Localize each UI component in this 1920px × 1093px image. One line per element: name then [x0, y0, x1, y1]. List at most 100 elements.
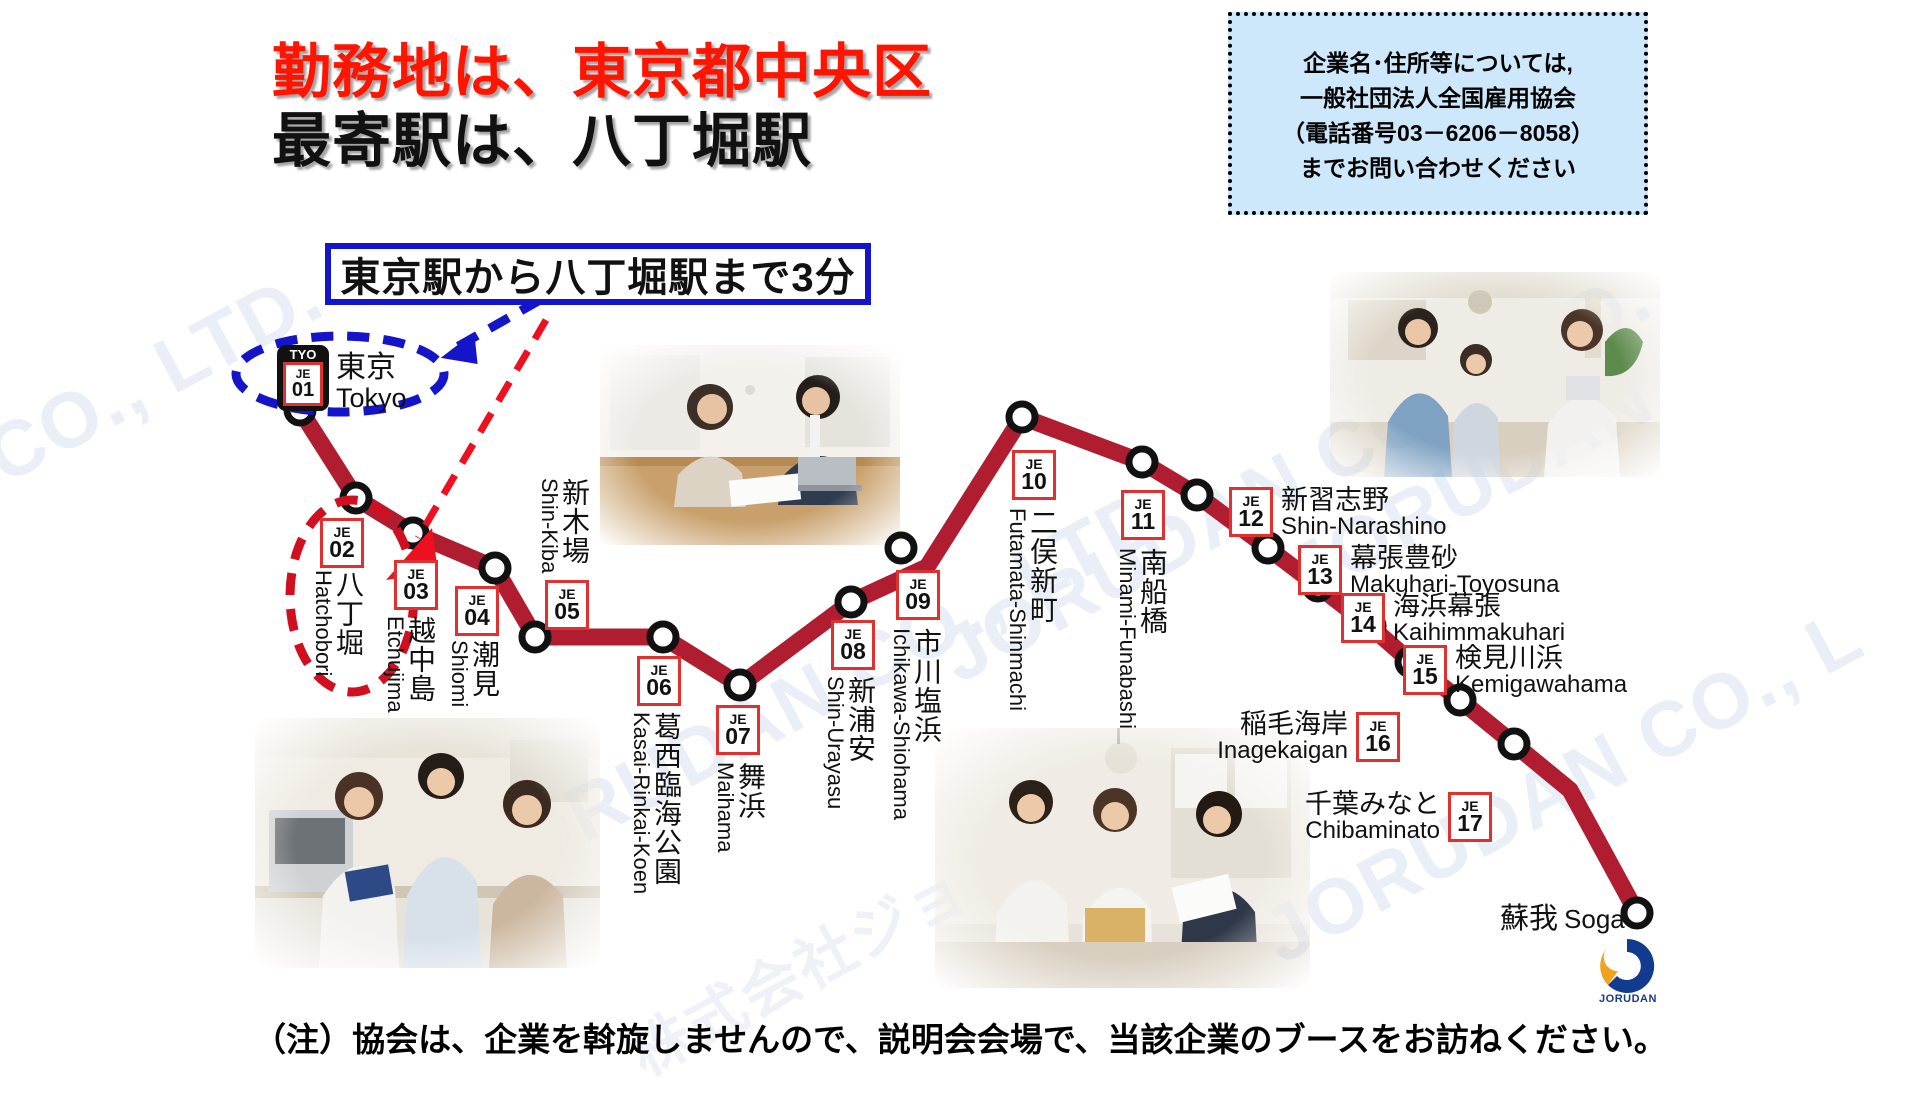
station-label-chibaminato: 千葉みなと Chibaminato [1248, 790, 1440, 844]
photo-office-meeting [935, 728, 1310, 988]
line-code-label: JE [844, 626, 862, 642]
line-code-label: JE [1416, 651, 1434, 667]
line-code-label: JE [1242, 493, 1260, 509]
contact-info-line-1: 企業名･住所等については, [1303, 50, 1573, 76]
line-code-label: JE [1311, 551, 1329, 567]
station-number-badge-je14[interactable]: JE 14 [1341, 593, 1385, 643]
station-number-badge-je03[interactable]: JE 03 [394, 560, 438, 610]
station-label-inagekaigan: 稲毛海岸 Inagekaigan [1180, 710, 1348, 764]
station-number-label: 10 [1021, 468, 1047, 494]
station-label-futamata-shinmachi-jp: 二俣新町 [1027, 508, 1058, 624]
station-label-minami-funabashi: 南船橋 Minami-Funabashi [1115, 548, 1222, 729]
station-number-label: 01 [291, 379, 315, 401]
station-label-futamata-shinmachi: 二俣新町 Futamata-Shinmachi [1005, 508, 1140, 711]
station-label-shiomi-romaji: Shiomi [447, 640, 472, 708]
station-number-badge-je08[interactable]: JE 08 [831, 620, 875, 670]
station-number-label: 08 [840, 638, 866, 664]
station-label-etchujima-jp: 越中島 [405, 616, 436, 703]
tokyo-highlight-ellipse [231, 331, 449, 417]
contact-info-phone-line: （電話番号03－6206－8058） [1282, 120, 1594, 146]
station-label-shiomi: 潮見 Shiomi [447, 640, 526, 708]
callout-arrow-head [440, 332, 478, 365]
station-number-badge-je16[interactable]: JE 16 [1356, 712, 1400, 762]
station-label-hatchobori-romaji: Hatchobori [311, 570, 336, 677]
station-number-label: 02 [329, 536, 355, 562]
station-label-minami-funabashi-romaji: Minami-Funabashi [1115, 548, 1140, 729]
station-label-shin-narashino: 新習志野 Shin-Narashino [1281, 486, 1446, 540]
line-code-label: JE [1461, 798, 1479, 814]
station-label-shiomi-jp: 潮見 [469, 640, 500, 698]
line-code-label: JE [909, 576, 927, 592]
station-label-maihama: 舞浜 Maihama [713, 762, 792, 852]
station-number-label: 14 [1350, 611, 1376, 637]
travel-time-callout: 東京駅から八丁堀駅まで3分 [325, 243, 871, 305]
station-label-ichikawa-shiohama-jp: 市川塩浜 [911, 628, 942, 744]
station-label-hatchobori-jp: 八丁堀 [333, 570, 364, 657]
photo-couple-with-agent [255, 718, 600, 968]
station-label-shin-urayasu: 新浦安 Shin-Urayasu [823, 676, 930, 810]
station-number-label: 03 [403, 578, 429, 604]
station-number-badge-je15[interactable]: JE 15 [1403, 645, 1447, 695]
station-label-shinkiba-romaji: Shin-Kiba [537, 478, 562, 574]
station-number-badge-je17[interactable]: JE 17 [1448, 792, 1492, 842]
station-label-tokyo: 東京 Tokyo [336, 352, 407, 412]
station-label-kasai-rinkai-koen-romaji: Kasai-Rinkai-Koen [629, 712, 654, 895]
station-label-chibaminato-jp: 千葉みなと [1305, 789, 1440, 819]
station-number-badge-je12[interactable]: JE 12 [1229, 487, 1273, 537]
station-label-kemigawahama-romaji: Kemigawahama [1455, 671, 1628, 699]
station-number-label: 06 [646, 674, 672, 700]
station-label-chibaminato-romaji: Chibaminato [1305, 817, 1440, 845]
station-label-ichikawa-shiohama-romaji: Ichikawa-Shiohama [889, 628, 914, 820]
travel-time-callout-text: 東京駅から八丁堀駅まで3分 [340, 256, 856, 300]
station-label-makuhari-toyosuna-romaji: Makuhari-Toyosuna [1350, 571, 1560, 599]
station-number-badge-je13[interactable]: JE 13 [1298, 545, 1342, 595]
contact-info-line-2: 一般社団法人全国雇用協会 [1300, 85, 1576, 111]
station-number-badge-je04[interactable]: JE 04 [455, 586, 499, 636]
station-label-soga-romaji: Soga [1564, 904, 1625, 934]
station-number-badge-je02[interactable]: JE 02 [320, 518, 364, 568]
station-number-label: 05 [554, 598, 580, 624]
station-number-badge-je05[interactable]: JE 05 [545, 580, 589, 630]
hatchobori-arrow-line [414, 318, 550, 540]
station-number-label: 11 [1130, 508, 1156, 534]
line-code-label: JE [558, 586, 576, 602]
contact-info-line-4: までお問い合わせください [1300, 155, 1576, 181]
station-number-badge-je07[interactable]: JE 07 [716, 705, 760, 755]
station-label-tokyo-jp: 東京 [336, 351, 396, 384]
station-label-kasai-rinkai-koen-jp: 葛西臨海公園 [651, 712, 682, 886]
station-label-makuhari-toyosuna-jp: 幕張豊砂 [1350, 543, 1458, 573]
jorudan-wordmark: JORUDAN [1599, 993, 1657, 1005]
photo-family-kitchen [1330, 272, 1660, 477]
station-label-kemigawahama: 検見川浜 Kemigawahama [1455, 644, 1627, 698]
station-number-badge-je09[interactable]: JE 09 [896, 570, 940, 620]
station-number-badge-je11[interactable]: JE 11 [1121, 490, 1165, 540]
jorudan-logo: JORUDAN [1596, 935, 1658, 1009]
station-label-shin-narashino-romaji: Shin-Narashino [1281, 513, 1447, 541]
station-number-label: 17 [1457, 810, 1483, 836]
line-code-label: JE [729, 711, 747, 727]
station-label-shin-narashino-jp: 新習志野 [1281, 485, 1389, 515]
station-label-shin-urayasu-romaji: Shin-Urayasu [823, 676, 848, 810]
station-number-label: 15 [1412, 663, 1438, 689]
station-label-etchujima: 越中島 Etchujima [383, 616, 490, 713]
station-number-label: 04 [464, 604, 490, 630]
station-label-shinkiba-jp: 新木場 [559, 478, 590, 565]
station-number-label: 13 [1307, 563, 1333, 589]
headline-line-1: 勤務地は、東京都中央区 [272, 39, 933, 105]
station-label-shin-urayasu-jp: 新浦安 [845, 676, 876, 763]
station-marker-tokyo[interactable]: TYO JE 01 [277, 345, 329, 411]
station-label-futamata-shinmachi-romaji: Futamata-Shinmachi [1005, 508, 1030, 711]
line-code-label: JE [295, 367, 311, 381]
contact-info-box: 企業名･住所等については, 一般社団法人全国雇用協会 （電話番号03－6206－… [1228, 12, 1648, 215]
headline-line-2: 最寄駅は、八丁堀駅 [272, 108, 813, 175]
line-code-label: JE [650, 662, 668, 678]
station-number-badge-je06[interactable]: JE 06 [637, 656, 681, 706]
line-code-label: JE [407, 566, 425, 582]
station-number-badge-je10[interactable]: JE 10 [1012, 450, 1056, 500]
station-label-soga-jp: 蘇我 [1500, 903, 1559, 935]
station-label-kaihimmakuhari: 海浜幕張 Kaihimmakuhari [1393, 592, 1565, 646]
line-code-label: JE [1025, 456, 1043, 472]
photo-consultation-desk [600, 345, 900, 545]
